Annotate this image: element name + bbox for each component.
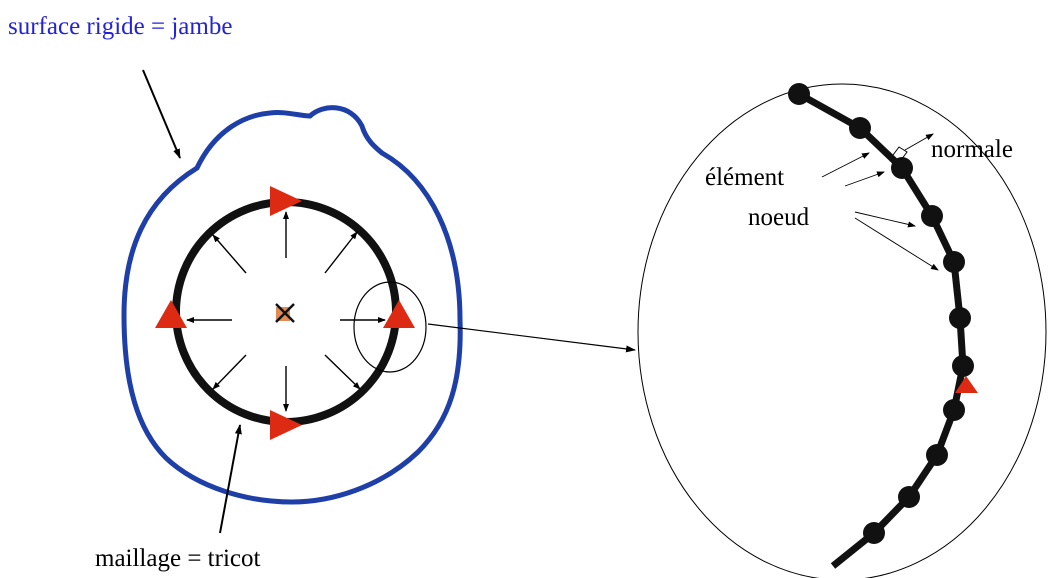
normal-label: normale [931, 136, 1013, 163]
leg-surface-outline [121, 105, 463, 505]
node-pointer-arrow [854, 217, 939, 271]
surface-pointer-arrow [142, 69, 181, 159]
magnified-view [637, 83, 1047, 578]
red-triangle-icon [270, 186, 302, 216]
zoom-circle [353, 281, 427, 373]
red-triangle-icon [270, 410, 302, 440]
element-pointer-arrow [844, 171, 885, 187]
element-label: élément [705, 164, 785, 191]
red-triangle-icon [955, 376, 978, 393]
red-triangle-icon [383, 300, 415, 328]
mesh-segment [797, 90, 967, 569]
red-triangle-icon [155, 300, 187, 328]
surface-label: surface rigide = jambe [8, 13, 233, 40]
mesh-label: maillage = tricot [95, 545, 261, 572]
node-label: noeud [748, 204, 810, 231]
zoom-arrow [427, 323, 636, 353]
black-circle-node-icon [788, 83, 974, 544]
mesh-pointer-arrow [219, 424, 242, 534]
normal-indicator [892, 133, 934, 161]
node-pointer-arrow [854, 211, 916, 228]
element-pointer-arrow [821, 152, 870, 178]
radial-arrows [186, 211, 386, 412]
x-cross-icon [275, 303, 295, 323]
